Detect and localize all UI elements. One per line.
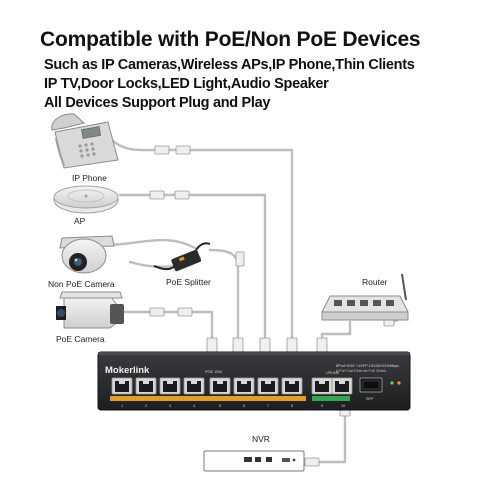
poe-port-6 [233,377,255,395]
rj45-connector [177,307,193,317]
cable-poe-camera [123,310,214,350]
poe-splitter-icon [153,242,211,272]
device-list-line-1: Such as IP Cameras,Wireless APs,IP Phone… [44,57,415,73]
rj45-connector [154,145,170,155]
poe-port-7 [257,377,279,395]
cable-connectors [149,145,395,467]
switch-model-line-2: 8-Port Fast Ethernet PoE Switch [336,369,386,373]
port-number-label: 2 [145,404,147,408]
port-number-labels: 1 2 3 4 5 6 7 8 9 10 [121,404,345,408]
poe-switch: Mokerlink 8Port+2GE +1SFP 10/100/1000Mbp… [97,351,411,411]
rj45-connector [304,457,320,467]
rj45-connector [206,337,218,353]
port-number-label: 8 [291,404,293,408]
port-number-label: 7 [267,404,269,408]
uplink-port-10 [331,377,353,395]
ip-phone-icon [51,113,119,169]
uplink-label: UPLINK [326,371,340,375]
rj45-connector [149,190,165,200]
nvr-label: NVR [252,434,270,444]
uplink-ports-strip [312,396,350,401]
poe-splitter-label: PoE Splitter [166,277,211,287]
rj45-connector [286,337,298,353]
non-poe-camera-label: Non PoE Camera [48,279,115,289]
rj45-connector [175,145,191,155]
status-led-icon [397,381,401,385]
poe-port-1 [111,377,133,395]
rj45-connector [235,251,245,267]
dome-camera-icon [59,235,115,274]
uplink-port-9 [311,377,333,395]
poe-ports-strip [110,396,306,401]
port-number-label: 3 [169,404,171,408]
power-led-icon [390,381,394,385]
port-number-label: 4 [193,404,195,408]
port-number-label: 10 [341,404,345,408]
sfp-label: SFP [366,397,374,401]
cable-splitter-switch [208,248,240,350]
poe-port-group [111,377,303,395]
router-icon [321,273,409,321]
poe-port-3 [159,377,181,395]
switch-model-line-1: 8Port+2GE +1SFP 10/100/1000Mbps [336,364,399,368]
cable-nvr [316,406,347,464]
ap-icon [53,185,119,214]
poe-port-4 [183,377,205,395]
poe-port-8 [281,377,303,395]
page-title: Compatible with PoE/Non PoE Devices [40,28,421,51]
poe-ports-label: POE 10W [205,370,222,374]
device-list-line-3: All Devices Support Plug and Play [44,95,271,111]
poe-port-5 [209,377,231,395]
poe-camera-label: PoE Camera [56,334,105,344]
device-list-line-2: IP TV,Door Locks,LED Light,Audio Speaker [44,76,329,92]
bullet-camera-icon [56,291,124,329]
rj45-connector [259,337,271,353]
rj45-connector [149,307,165,317]
switch-brand-logo: Mokerlink [105,365,150,376]
router-label: Router [362,277,388,287]
uplink-port-group [311,377,353,395]
rj45-connector [232,337,244,353]
ap-label: AP [74,216,86,226]
rj45-connector [316,337,328,353]
cable-ap [118,193,267,350]
port-number-label: 5 [219,404,221,408]
port-number-label: 9 [321,404,323,408]
poe-port-2 [135,377,157,395]
nvr-icon [203,450,305,472]
ip-phone-label: IP Phone [72,173,107,183]
rj45-connector [174,190,190,200]
cable-camera-splitter [103,238,197,250]
port-number-label: 1 [121,404,123,408]
port-number-label: 6 [243,404,245,408]
